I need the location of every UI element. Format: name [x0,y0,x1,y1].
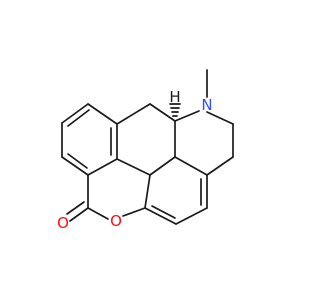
ring-oxygen-label: O [110,212,122,230]
bond [61,103,89,124]
bond-layer [61,69,234,225]
background [0,0,300,300]
bond [174,110,200,122]
bond [61,156,89,176]
bond [116,103,151,125]
bond [87,207,109,220]
bond [67,153,88,169]
carbonyl-oxygen-label: O [57,214,69,232]
molecule-figure: O O N H [0,0,300,300]
bond [149,156,176,176]
bond [206,111,234,125]
hydrogen-label: H [169,88,180,106]
bond [206,156,234,176]
stereo-hash-wedge [169,103,181,117]
bond [174,156,208,176]
bond [144,174,151,209]
bond [175,207,208,225]
bond [87,158,118,176]
bond [116,158,151,176]
bond [87,103,118,125]
bond [151,205,176,219]
structure-drawing: O O N H [0,0,300,300]
bond [122,207,146,217]
nitrogen-label: N [201,96,212,114]
bond [149,103,176,122]
bond [66,201,85,215]
bond [144,207,177,225]
atom-label-layer: O O N H [57,88,213,232]
bond [67,109,90,127]
bond [69,207,89,222]
